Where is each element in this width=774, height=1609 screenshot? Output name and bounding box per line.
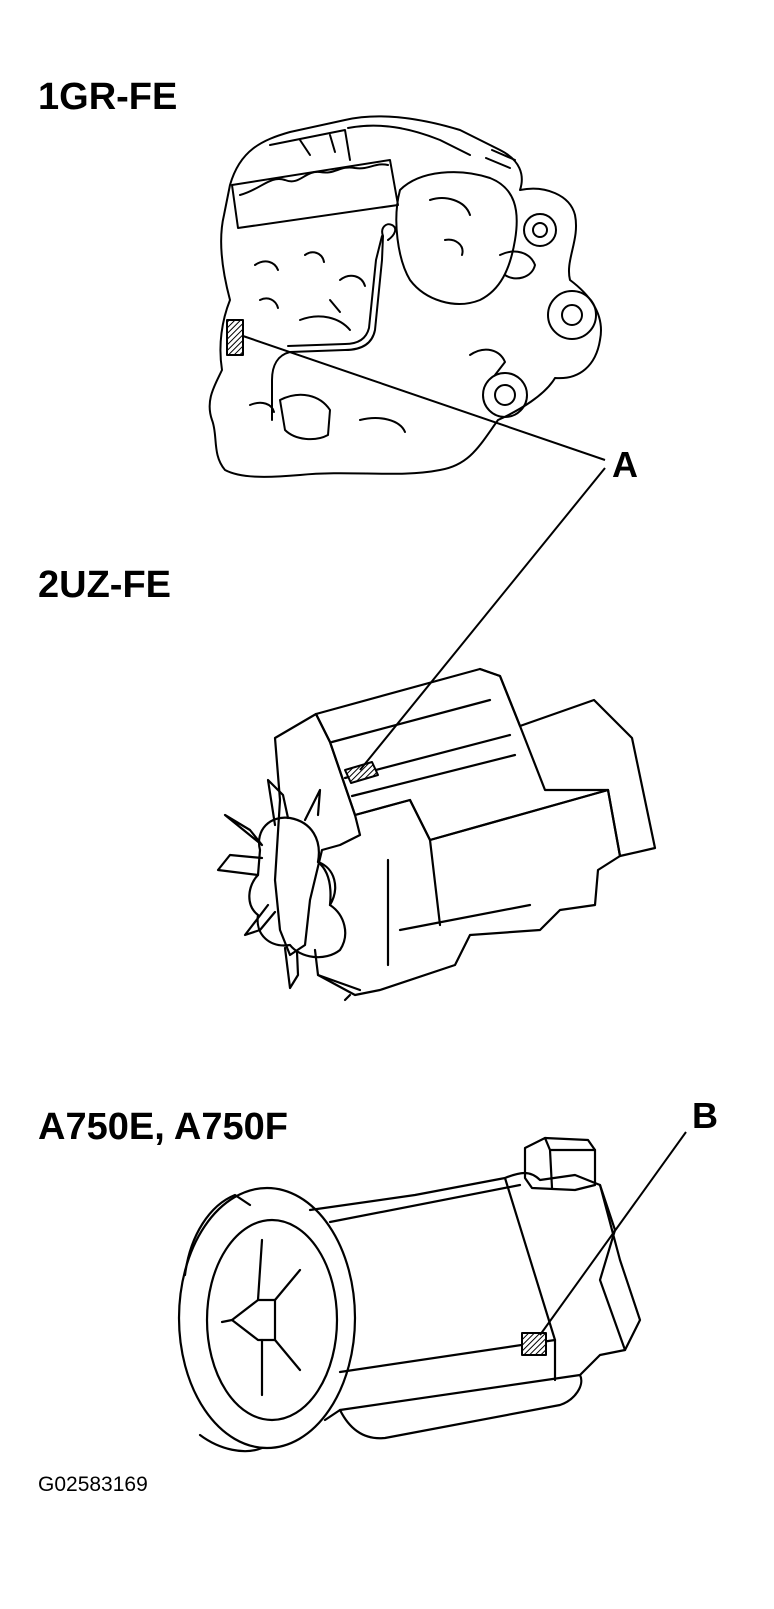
callout-b: B	[692, 1095, 718, 1136]
callout-a: A	[612, 444, 638, 485]
heading-1gr-fe: 1GR-FE	[38, 76, 178, 118]
leader-lines-a	[242, 335, 606, 771]
figure-id: G02583169	[38, 1473, 148, 1496]
engine-1gr-fe-drawing	[208, 115, 602, 478]
heading-a750: A750E, A750F	[38, 1106, 288, 1148]
heading-2uz-fe: 2UZ-FE	[38, 564, 171, 606]
transmission-a750-drawing	[177, 1136, 642, 1453]
engine-2uz-fe-drawing	[216, 667, 657, 1002]
leader-line-b	[539, 1131, 687, 1336]
